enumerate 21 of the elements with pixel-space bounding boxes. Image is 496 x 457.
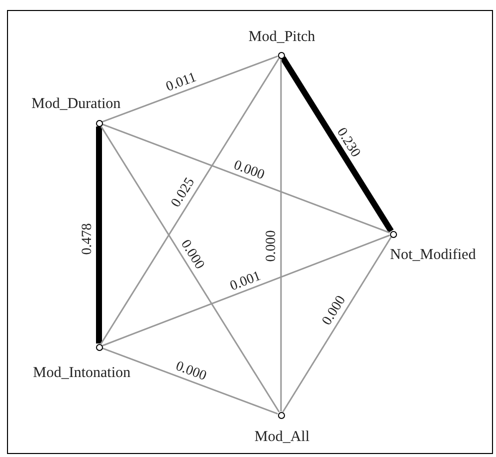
node-label: Mod_Duration (32, 96, 121, 112)
connector-line (102, 348, 278, 414)
connector-line (100, 58, 280, 344)
edge-label: 0.001 (228, 270, 264, 294)
connector-line (102, 56, 278, 122)
connector-line (282, 236, 392, 412)
edge-label: 0.011 (164, 70, 198, 95)
node-label: Mod_Intonation (33, 366, 130, 380)
connector-line (280, 58, 282, 412)
connector-line (102, 234, 390, 346)
connector-line (280, 56, 394, 233)
connector-line (100, 126, 280, 412)
node-label: Mod_Pitch (248, 30, 316, 44)
node-label: Mod_All (254, 430, 310, 444)
edge-label: 0.000 (264, 230, 279, 262)
connector-line (102, 124, 390, 234)
edge-label: 0.000 (231, 158, 266, 184)
edge-label: 0.000 (174, 360, 208, 384)
connector-line (96, 126, 102, 344)
edge-label: 0.478 (80, 224, 95, 256)
node-label: Not_Modified (390, 248, 476, 262)
